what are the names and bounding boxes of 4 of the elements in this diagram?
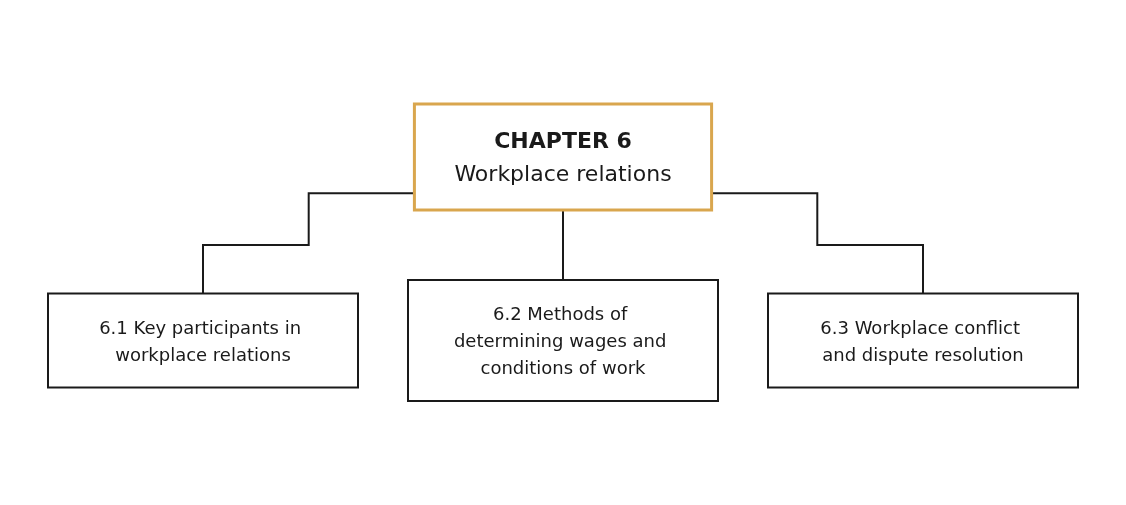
node-box: CHAPTER 6 Workplace relations	[412, 102, 714, 212]
node-box: 6.1 Key participants in workplace relations	[47, 292, 359, 389]
node-box: 6.3 Workplace conflict and dispute resolution	[767, 292, 1079, 389]
node-box: 6.2 Methods of determining wages and conditions of work	[407, 279, 719, 402]
